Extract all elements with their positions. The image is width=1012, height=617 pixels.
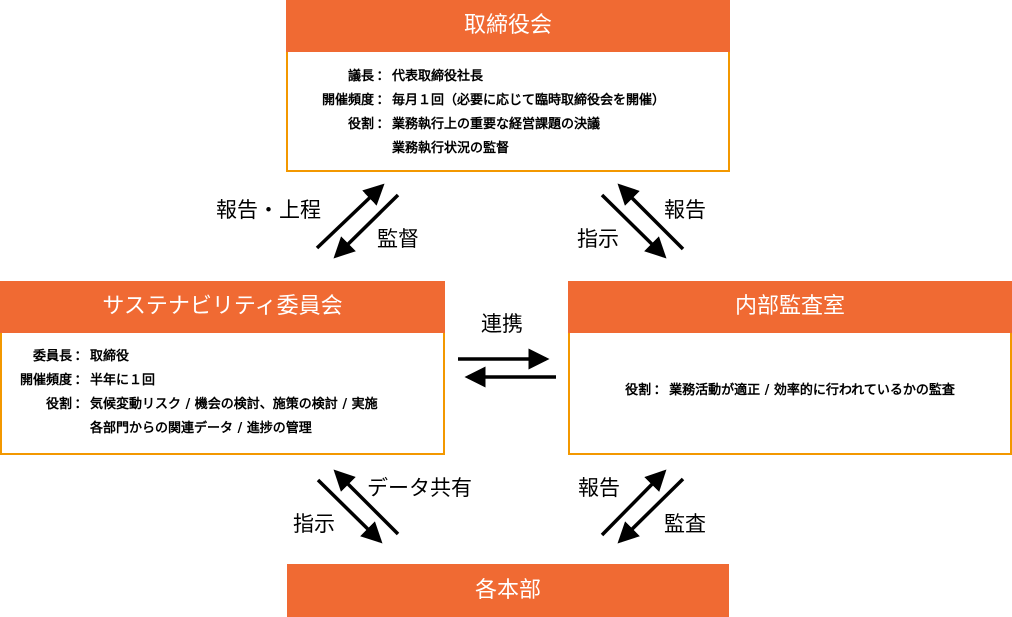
arrow-board-to-sus — [333, 193, 400, 259]
row-value: 業務執行状況の監督 — [392, 141, 510, 156]
label-instruction-div: 指示 — [293, 512, 335, 536]
internal-audit-box: 内部監査室 役割 ： 業務活動が適正 / 効率的に行われているかの監査 — [568, 281, 1012, 455]
arrow-div-to-sus — [333, 469, 400, 536]
audit-row-role: 役割 ： 業務活動が適正 / 効率的に行われているかの監査 — [570, 379, 1010, 403]
sustainability-row-role: 役割 ： 気候変動リスク / 機会の検討、施策の検討 / 実施 — [2, 393, 443, 417]
label-supervision: 監督 — [377, 227, 419, 251]
board-title: 取締役会 — [286, 0, 730, 52]
sustainability-row-frequency: 開催頻度 ： 半年に１回 — [2, 369, 443, 393]
row-label: 議長 — [347, 69, 374, 84]
label-instruction-audit: 指示 — [577, 227, 619, 251]
divisions-box: 各本部 — [287, 564, 729, 617]
row-value: 業務執行上の重要な経営課題の決議 — [392, 117, 601, 132]
sustainability-title: サステナビリティ委員会 — [0, 281, 445, 333]
row-label: 役割 — [625, 383, 652, 398]
row-value: 毎月１回（必要に応じて臨時取締役会を開催） — [392, 93, 666, 108]
board-row-role-cont: 業務執行状況の監督 — [288, 137, 728, 161]
label-report-div: 報告 — [578, 476, 620, 500]
board-of-directors-box: 取締役会 議長 ： 代表取締役社長 開催頻度 ： 毎月１回（必要に応じて臨時取締… — [286, 0, 730, 172]
label-data-sharing: データ共有 — [367, 476, 472, 500]
row-value: 業務活動が適正 / 効率的に行われているかの監査 — [669, 383, 955, 398]
row-value: 気候変動リスク / 機会の検討、施策の検討 / 実施 — [90, 397, 378, 412]
arrow-audit-to-board — [617, 183, 685, 251]
row-value: 代表取締役社長 — [392, 69, 484, 84]
row-value: 取締役 — [90, 349, 130, 364]
arrow-board-to-audit — [600, 193, 667, 259]
row-label: 役割 — [45, 397, 72, 412]
row-label: 役割 — [347, 117, 374, 132]
arrow-audit-to-div — [617, 477, 685, 544]
label-collaboration: 連携 — [481, 312, 523, 336]
arrow-div-to-audit — [600, 469, 667, 537]
sustainability-committee-box: サステナビリティ委員会 委員長 ： 取締役 開催頻度 ： 半年に１回 役割 ： … — [0, 281, 445, 455]
arrow-sus-to-board — [315, 183, 385, 250]
label-audit-div: 監査 — [664, 512, 706, 536]
label-report-submit: 報告・上程 — [216, 198, 321, 222]
sustainability-row-role-cont: 各部門からの関連データ / 進捗の管理 — [2, 417, 443, 441]
board-row-role: 役割 ： 業務執行上の重要な経営課題の決議 — [288, 113, 728, 137]
row-label: 委員長 — [32, 349, 72, 364]
row-label: 開催頻度 — [321, 93, 374, 108]
arrow-sus-to-div — [316, 478, 383, 544]
board-row-chair: 議長 ： 代表取締役社長 — [288, 65, 728, 89]
board-row-frequency: 開催頻度 ： 毎月１回（必要に応じて臨時取締役会を開催） — [288, 89, 728, 113]
label-report-audit: 報告 — [664, 198, 706, 222]
row-label: 開催頻度 — [19, 373, 72, 388]
audit-title: 内部監査室 — [568, 281, 1012, 333]
sustainability-row-chair: 委員長 ： 取締役 — [2, 345, 443, 369]
row-value: 半年に１回 — [90, 373, 156, 388]
row-value: 各部門からの関連データ / 進捗の管理 — [90, 421, 312, 436]
